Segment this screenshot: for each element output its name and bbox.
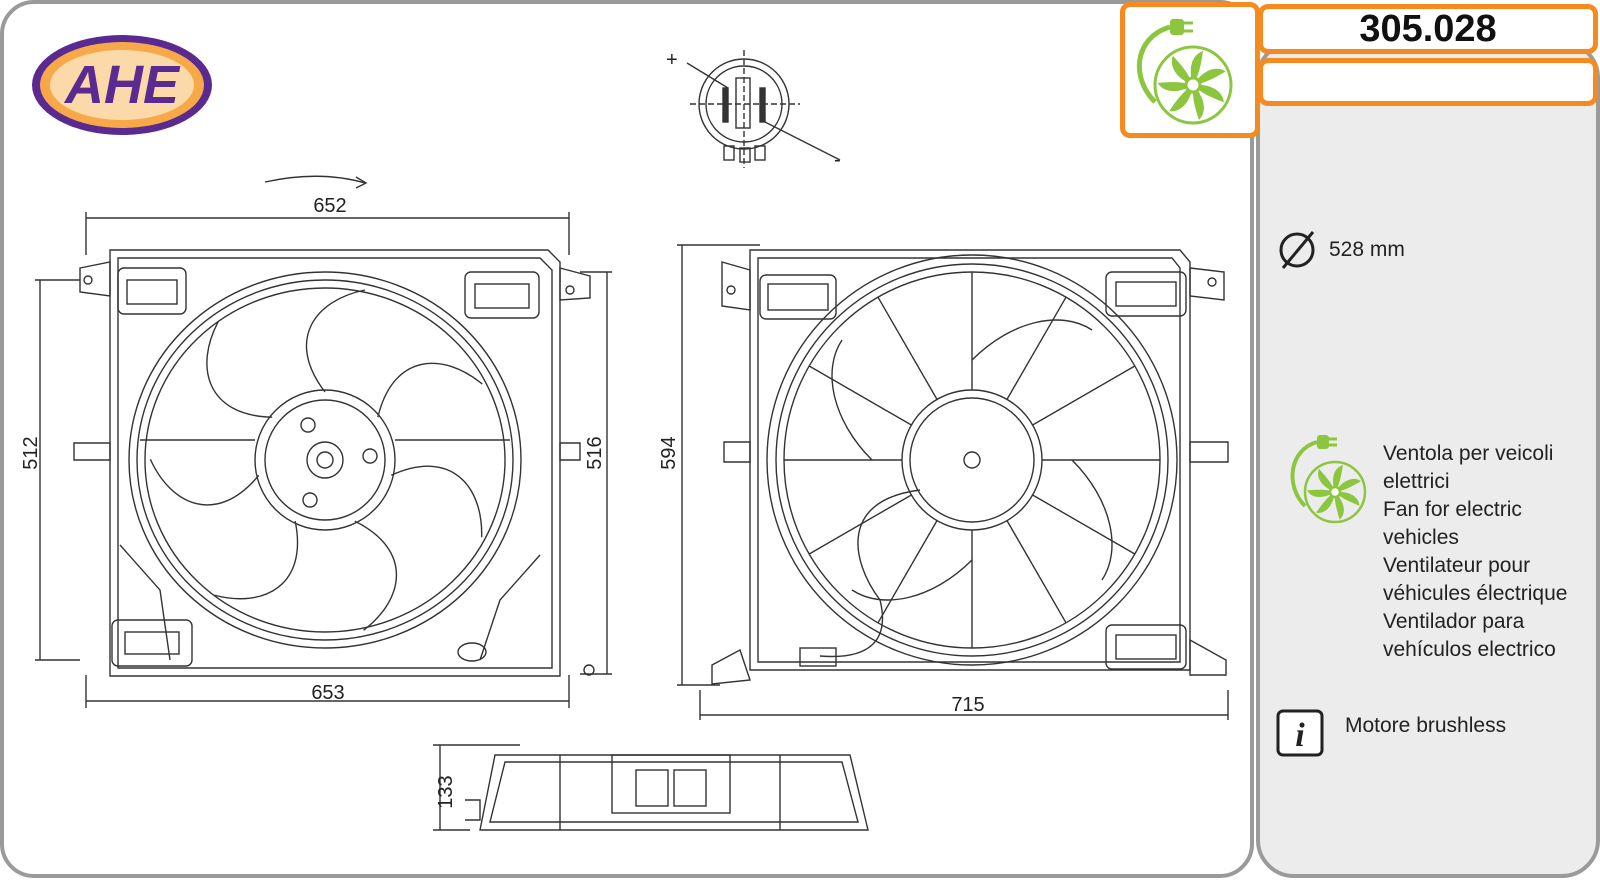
rear-height-label: 594 bbox=[658, 436, 680, 469]
description-line: véhicules électrique bbox=[1383, 582, 1568, 605]
fan-description: Ventola per veicoli elettrici Fan for el… bbox=[1383, 440, 1567, 664]
drawing-panel bbox=[0, 0, 1254, 878]
connector-drawing bbox=[686, 50, 841, 168]
part-code: 305.028 bbox=[1359, 8, 1497, 50]
secondary-code-box bbox=[1258, 58, 1598, 106]
description-line: vehicles bbox=[1383, 526, 1459, 549]
front-bottom-width-label: 653 bbox=[311, 682, 344, 704]
description-line: elettrici bbox=[1383, 470, 1450, 493]
description-line: Ventilador para bbox=[1383, 610, 1525, 633]
fan-icon-box bbox=[1120, 2, 1260, 138]
description-line: Ventola per veicoli bbox=[1383, 442, 1554, 465]
front-view-drawing bbox=[35, 212, 612, 708]
front-top-width-label: 652 bbox=[313, 195, 346, 217]
svg-text:i: i bbox=[1295, 717, 1305, 754]
connector-minus-label: - bbox=[834, 149, 841, 171]
motor-type: Motore brushless bbox=[1345, 714, 1507, 737]
diameter-value: 528 mm bbox=[1329, 238, 1405, 261]
rear-view-drawing bbox=[677, 244, 1229, 720]
description-line: Fan for electric bbox=[1383, 498, 1522, 521]
technical-drawing: + - 652 653 512 516 594 715 133 bbox=[20, 49, 1229, 831]
part-code-box: 305.028 bbox=[1258, 4, 1598, 54]
diameter-icon bbox=[1279, 231, 1315, 269]
connector-plus-label: + bbox=[666, 49, 678, 71]
depth-label: 133 bbox=[435, 775, 457, 808]
rear-width-label: 715 bbox=[951, 694, 984, 716]
description-line: Ventilateur pour bbox=[1383, 554, 1531, 577]
logo-text: AHE bbox=[63, 55, 181, 115]
front-right-height-label: 516 bbox=[584, 436, 606, 469]
description-line: vehículos electrico bbox=[1383, 638, 1556, 661]
info-icon: i bbox=[1276, 709, 1324, 757]
ahe-logo: AHE bbox=[32, 35, 212, 135]
electric-fan-icon bbox=[1290, 435, 1367, 524]
front-left-height-label: 512 bbox=[20, 436, 42, 469]
side-view-drawing bbox=[433, 744, 869, 831]
electric-fan-icon bbox=[1137, 19, 1233, 125]
